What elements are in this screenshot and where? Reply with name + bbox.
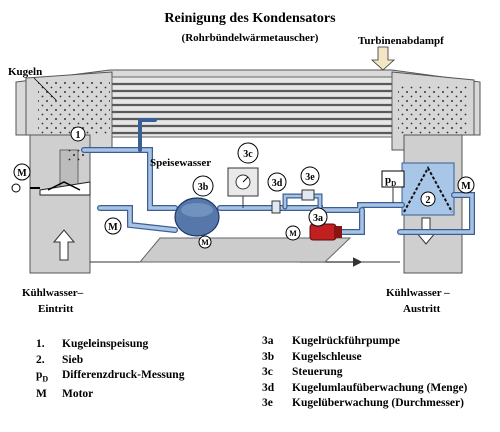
svg-text:M: M	[108, 222, 118, 233]
diagram-title: Reinigung des Kondensators	[164, 11, 336, 26]
pipe-network	[81, 118, 475, 235]
motor-inlet-valve	[104, 217, 122, 235]
inlet-up-arrow	[52, 229, 76, 261]
pd-label: pD	[385, 174, 396, 188]
svg-text:M: M	[461, 181, 471, 192]
control-unit	[227, 167, 259, 208]
tag-3d: 3d	[272, 178, 283, 189]
label-inlet: Kühlwasser–	[22, 287, 84, 299]
label-outlet: Kühlwasser –	[386, 287, 450, 299]
svg-text:M: M	[17, 168, 27, 179]
platform	[138, 237, 352, 263]
left-ball-cloud	[38, 82, 110, 134]
label-turbinenabdampf: Turbinenabdampf	[358, 35, 444, 47]
label-outlet-2: Austritt	[403, 303, 441, 315]
tag-3b: 3b	[198, 182, 209, 193]
legend-item: 1.Kugeleinspeisung	[36, 338, 149, 350]
monitor-3e	[301, 189, 315, 201]
motor-3a: M	[289, 229, 297, 238]
turbine-exhaust-arrow	[370, 46, 396, 71]
sieve: 2	[403, 165, 453, 213]
label-inlet-2: Eintritt	[38, 303, 74, 315]
kugeln-leader	[33, 77, 57, 101]
tube-bundle	[111, 76, 393, 138]
tag-3e: 3e	[305, 172, 315, 183]
motor-outlet	[457, 176, 475, 194]
inlet-screen	[11, 181, 91, 196]
diagram-subtitle: (Rohrbündelwärmetauscher)	[182, 32, 319, 44]
ball-collector: M	[174, 197, 220, 249]
motor-inlet	[13, 163, 31, 181]
tag-1: 1	[76, 130, 81, 141]
ball-injection: 1	[66, 126, 86, 162]
monitor-3d	[271, 200, 281, 214]
label-speisewasser: Speisewasser	[150, 157, 211, 169]
legend-item: 2.Sieb	[36, 353, 84, 366]
tag-3c: 3c	[243, 149, 253, 160]
motor-3b: M	[201, 238, 209, 247]
return-pump: M	[285, 223, 342, 241]
label-kugeln: Kugeln	[8, 66, 42, 78]
tag-2: 2	[426, 195, 431, 206]
tag-3a: 3a	[313, 213, 323, 224]
right-ball-cloud	[398, 84, 468, 134]
